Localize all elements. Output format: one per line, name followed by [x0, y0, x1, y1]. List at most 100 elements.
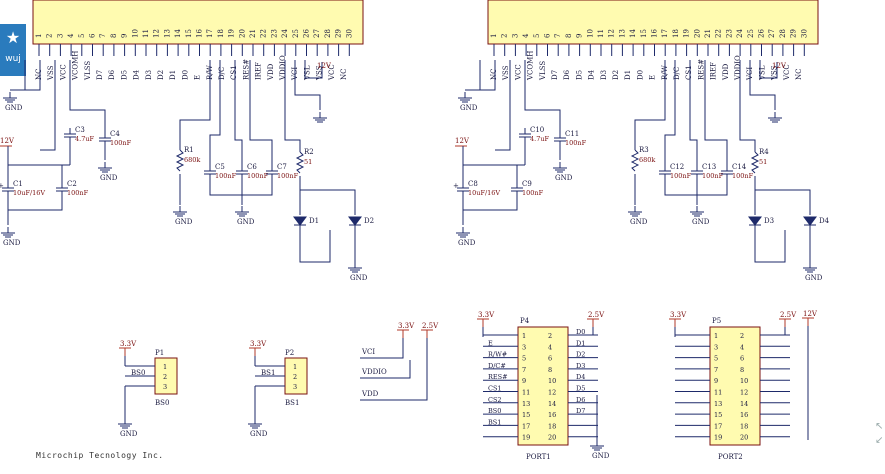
pin-number: 17: [661, 29, 669, 38]
power-label: 3.3V: [670, 311, 687, 319]
jumper-net: BS0: [155, 399, 169, 407]
signal-label: RES#: [242, 59, 250, 80]
jumper-net: BS1: [285, 399, 299, 407]
capacitor-value: 100nF: [67, 189, 89, 197]
ground-label: GND: [555, 174, 573, 182]
resistor-value: 680k: [184, 156, 200, 164]
rail-wire: [739, 60, 756, 152]
pin-number: 25: [747, 29, 755, 38]
diode-symbol: [748, 216, 762, 226]
pin-number: 18: [217, 29, 225, 38]
port-signal: D3: [576, 362, 585, 370]
port-name: PORT1: [526, 453, 551, 461]
resistor-ref: R2: [304, 148, 314, 156]
pin-number: 28: [779, 29, 787, 38]
signal-label: D1: [169, 70, 177, 80]
signal-label: VSL: [758, 65, 766, 81]
port-pin: 10: [548, 377, 556, 385]
pin-number: 15: [640, 29, 648, 38]
power-label: 2.5V: [780, 311, 797, 319]
port-pin: 4: [548, 343, 552, 351]
rail-wire: [8, 197, 63, 211]
capacitor-ref: C3: [75, 126, 85, 134]
pin-number: 22: [260, 29, 268, 38]
signal-label: D/C: [673, 67, 681, 80]
resistor-body: [175, 149, 185, 172]
capacitor-value: 100nF: [565, 139, 587, 147]
signal-label: VSS: [771, 65, 779, 81]
pin-number: 4: [67, 33, 75, 38]
polarity-mark: +: [453, 182, 459, 190]
pin-number: 23: [270, 29, 278, 38]
ground-label: GND: [100, 174, 118, 182]
power-label: 12V: [317, 62, 332, 70]
pin-number: 2: [46, 34, 54, 38]
rail-wire: [40, 60, 56, 151]
pin-number: 30: [800, 29, 808, 38]
ground-label: GND: [630, 218, 648, 226]
pin-number: 30: [345, 29, 353, 38]
pin-number: 19: [228, 29, 236, 38]
port-pin: 14: [740, 400, 748, 408]
signal-label: D3: [600, 70, 608, 80]
pin-number: 12: [608, 29, 616, 38]
signal-label: VSS: [502, 65, 510, 81]
expand-corner-icon[interactable]: ↖↙: [875, 421, 884, 446]
ground-label: GND: [3, 239, 21, 247]
resistor-body: [750, 151, 760, 174]
pin-number: 11: [597, 29, 605, 38]
pin-number: 28: [324, 29, 332, 38]
rail-label: VDD: [361, 390, 379, 398]
resistor-value: 680k: [639, 156, 655, 164]
port-name: PORT2: [718, 453, 743, 461]
capacitor-ref: C5: [215, 163, 225, 171]
rail-wire: [524, 60, 561, 132]
rail-wire: [209, 180, 273, 196]
pin-number: 20: [238, 29, 246, 38]
port-pin: 13: [522, 400, 530, 408]
port-pin: 6: [740, 355, 744, 363]
pin-number: 17: [206, 29, 214, 38]
rail-wire: [294, 60, 321, 110]
signal-label: CS1: [230, 65, 238, 80]
port-pin: 20: [740, 434, 748, 442]
signal-label: E: [649, 75, 657, 80]
rail-label: VCI: [361, 348, 375, 356]
pin-number: 3: [511, 34, 519, 38]
signal-label: NC: [795, 69, 803, 80]
signal-label: D1: [624, 70, 632, 80]
pin-number: 21: [249, 29, 257, 38]
signal-label: VCC: [514, 64, 522, 81]
pin-number: 5: [533, 34, 541, 38]
power-label: 3.3V: [120, 340, 137, 348]
pin-number: 4: [522, 33, 530, 38]
rail-wire: [299, 225, 331, 263]
pin-number: 16: [196, 29, 204, 38]
capacitor-value: 100nF: [670, 172, 692, 180]
capacitor-value: 100nF: [215, 172, 237, 180]
power-label: 2.5V: [422, 322, 439, 330]
resistor-body: [295, 151, 305, 174]
port-signal: D4: [576, 373, 585, 381]
power-label: 12V: [772, 62, 787, 70]
pin-number: 8: [565, 34, 573, 38]
port-pin: 1: [714, 332, 718, 340]
port-pin: 6: [548, 355, 552, 363]
rail-wire: [360, 338, 428, 401]
rail-wire: [462, 146, 525, 166]
power-label: 2.5V: [588, 311, 605, 319]
signal-label: VDDIO: [734, 55, 742, 81]
resistor-ref: R3: [639, 146, 649, 154]
capacitor-ref: C6: [247, 163, 257, 171]
port-pin: 8: [740, 366, 744, 374]
signal-label: VSS: [47, 65, 55, 81]
ground-label: GND: [250, 430, 268, 438]
star-icon: ★: [5, 28, 21, 47]
port-pin: 17: [714, 422, 722, 430]
port-pin: 4: [740, 343, 744, 351]
capacitor-value: 100nF: [522, 189, 544, 197]
port-signal: CS1: [488, 385, 502, 393]
rail-wire: [304, 60, 323, 79]
ground-label: GND: [237, 218, 255, 226]
bookmark-badge[interactable]: ★ wuj: [0, 24, 26, 76]
